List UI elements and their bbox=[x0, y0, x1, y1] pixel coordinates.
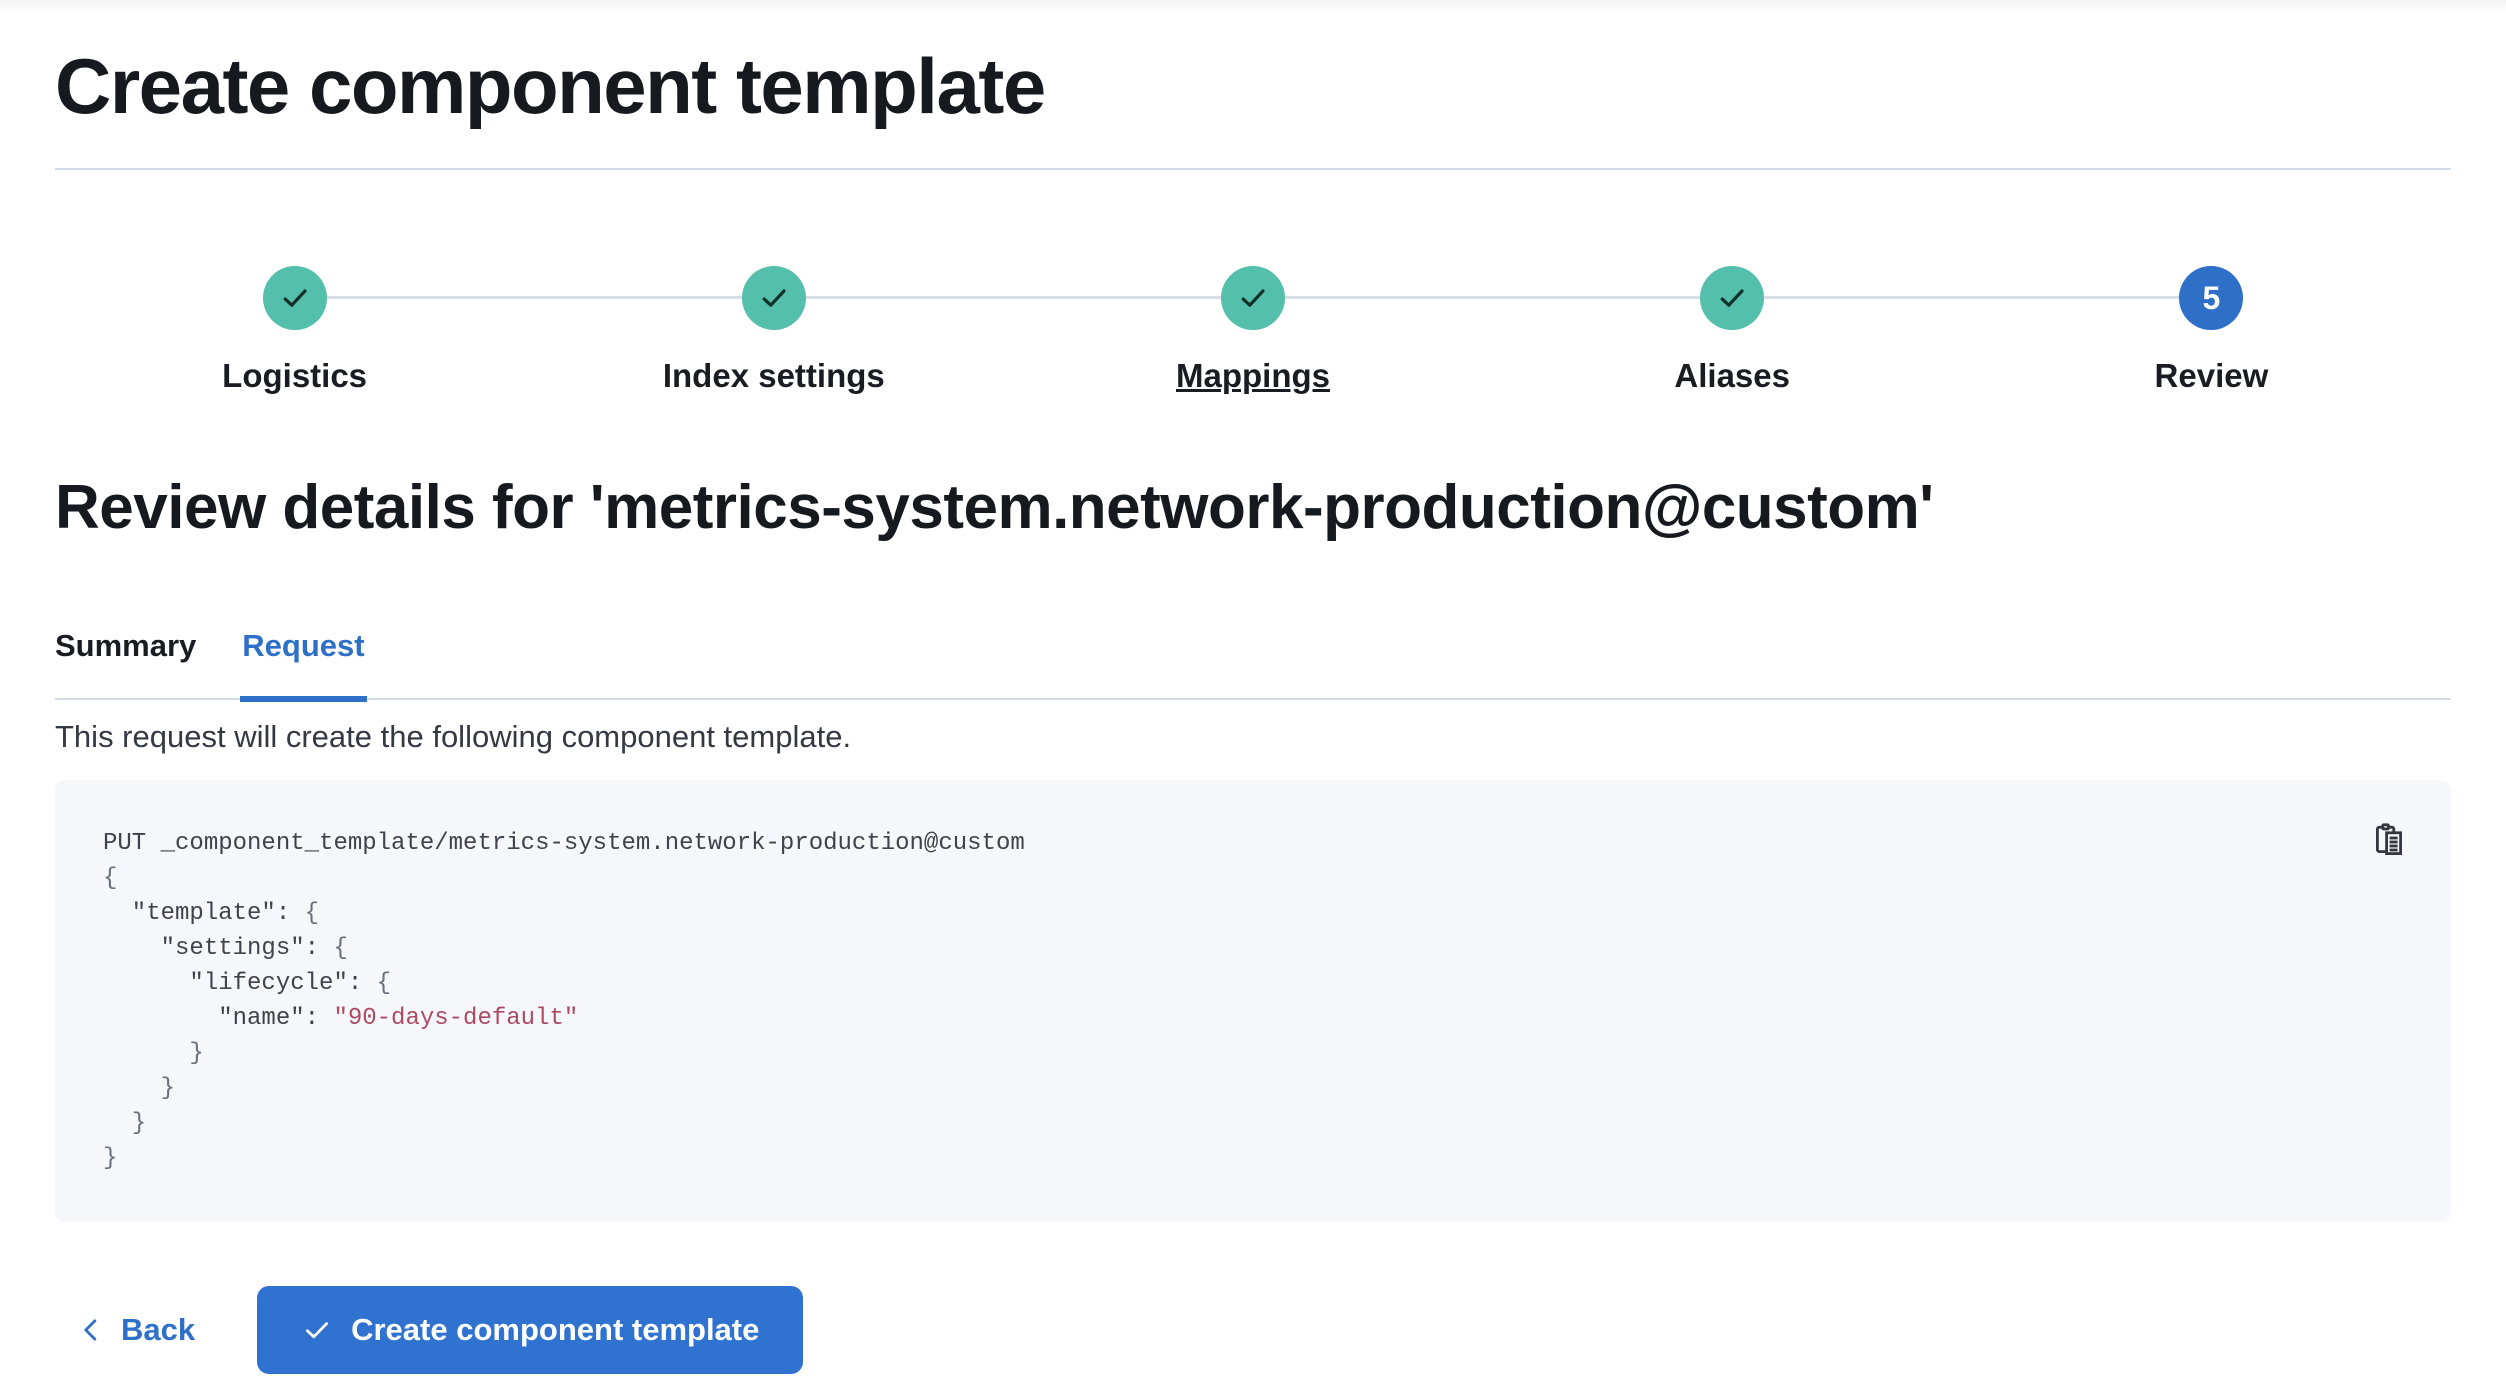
code-line: "settings": { bbox=[103, 935, 348, 962]
stepper-step-index-settings[interactable]: Index settings bbox=[534, 266, 1013, 396]
check-icon bbox=[306, 1322, 329, 1339]
step-label[interactable]: Index settings bbox=[662, 357, 885, 394]
code-line: } bbox=[103, 1075, 176, 1102]
check-icon bbox=[1241, 289, 1265, 307]
step-label[interactable]: Review bbox=[2154, 357, 2269, 394]
step-complete-circle[interactable] bbox=[741, 266, 806, 330]
step-complete-circle[interactable] bbox=[262, 266, 327, 330]
request-description: This request will create the following c… bbox=[55, 719, 852, 754]
check-icon bbox=[283, 289, 307, 307]
step-complete-circle[interactable] bbox=[1700, 266, 1765, 330]
create-component-template-button[interactable]: Create component template bbox=[257, 1286, 804, 1374]
code-line: } bbox=[103, 1110, 147, 1137]
check-icon bbox=[762, 289, 786, 307]
copy-clipboard-icon bbox=[2376, 823, 2403, 855]
step-label[interactable]: Aliases bbox=[1674, 357, 1790, 394]
step-label[interactable]: Mappings bbox=[1176, 357, 1330, 394]
back-button[interactable]: Back bbox=[77, 1312, 195, 1348]
stepper-step-mappings[interactable]: Mappings bbox=[1013, 266, 1492, 396]
step-complete-circle[interactable] bbox=[1221, 266, 1285, 330]
code-line: "lifecycle": { bbox=[103, 970, 392, 997]
tab-summary[interactable]: Summary bbox=[55, 628, 197, 663]
check-icon bbox=[1720, 289, 1744, 307]
code-line: "name": "90-days-default" bbox=[103, 1005, 579, 1032]
footer-actions: Back Create component template bbox=[55, 1286, 2451, 1374]
copy-to-clipboard-button[interactable] bbox=[2371, 820, 2409, 860]
code-line: { bbox=[103, 865, 118, 892]
chevron-left-icon bbox=[84, 1319, 97, 1341]
code-line: } bbox=[103, 1040, 204, 1067]
window-top-edge bbox=[0, 0, 2506, 12]
step-current-circle[interactable]: 5 bbox=[2179, 266, 2244, 330]
create-button-label: Create component template bbox=[351, 1312, 760, 1347]
tabs: Summary Request bbox=[55, 628, 2451, 702]
review-heading: Review details for 'metrics-system.netwo… bbox=[55, 473, 1934, 542]
stepper-step-logistics[interactable]: Logistics bbox=[55, 266, 534, 396]
request-code-block: PUT _component_template/metrics-system.n… bbox=[55, 780, 2451, 1222]
step-label[interactable]: Logistics bbox=[222, 357, 368, 394]
step-number: 5 bbox=[2202, 279, 2221, 316]
tab-request[interactable]: Request bbox=[240, 628, 367, 702]
stepper-step-aliases[interactable]: Aliases bbox=[1493, 266, 1972, 396]
page-title: Create component template bbox=[55, 42, 1046, 130]
code-content: PUT _component_template/metrics-system.n… bbox=[103, 826, 2403, 1176]
back-button-label: Back bbox=[121, 1312, 196, 1347]
code-line: } bbox=[103, 1145, 118, 1172]
title-divider bbox=[55, 168, 2451, 170]
code-line: PUT _component_template/metrics-system.n… bbox=[103, 830, 1025, 857]
code-line: "template": { bbox=[103, 900, 320, 927]
